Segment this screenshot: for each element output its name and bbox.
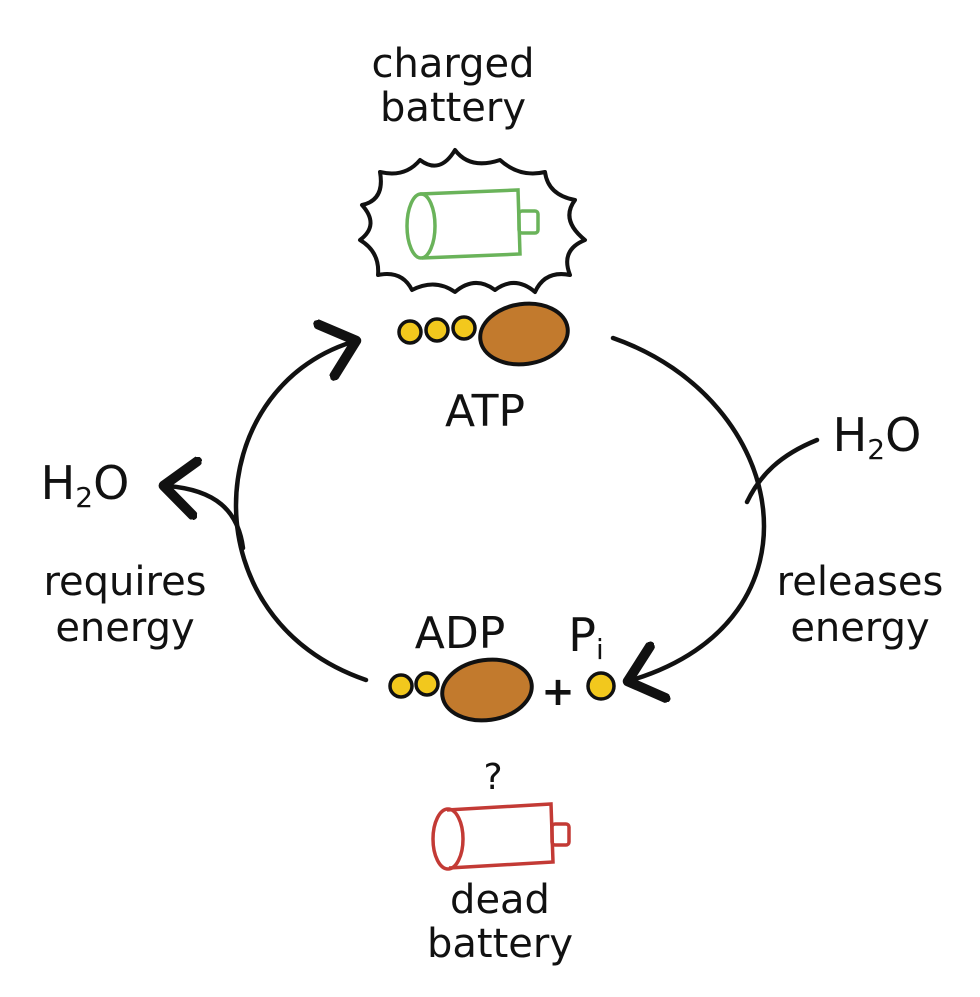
plus-sign: +: [541, 669, 575, 715]
atp-phosphate-1: [397, 319, 423, 345]
question-mark: ?: [483, 757, 503, 798]
charged-battery-icon: [405, 188, 540, 260]
atp-phosphate-3: [451, 315, 477, 341]
adp-adenosine: [440, 657, 534, 723]
atp-adenosine: [478, 301, 570, 367]
adp-phosphate-2: [414, 671, 440, 697]
adp-phosphate-1: [388, 673, 414, 699]
phosphate-label: Pi: [568, 608, 604, 666]
atp-molecule: [397, 301, 570, 367]
hydrolysis-arrow: [610, 335, 767, 680]
h2o-input-label: H2O: [832, 408, 922, 466]
h2o-output-label: H2O: [40, 456, 130, 514]
charged-battery-label: charged battery: [371, 41, 535, 131]
dead-battery-icon: [431, 802, 571, 871]
requires-energy-label: requires energy: [43, 559, 207, 651]
energy-starburst: [358, 148, 587, 294]
water-output-arrow: [168, 486, 246, 551]
dead-battery-label: dead battery: [427, 877, 573, 967]
synthesis-arrow: [233, 342, 369, 683]
water-input-line: [744, 437, 820, 505]
atp-phosphate-2: [424, 317, 450, 343]
free-phosphate: [586, 671, 616, 701]
atp-label: ATP: [444, 386, 526, 437]
adp-label: ADP: [414, 608, 506, 659]
adp-molecule: [388, 657, 534, 723]
releases-energy-label: releases energy: [776, 559, 944, 651]
